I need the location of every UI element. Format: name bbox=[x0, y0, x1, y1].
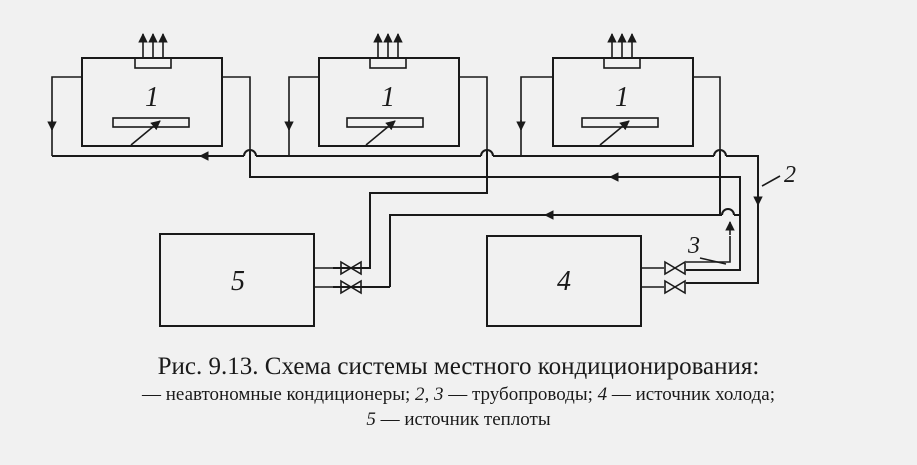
exhaust-arrows bbox=[373, 33, 403, 57]
exhaust-arrows bbox=[607, 33, 637, 57]
legend-item: — источник холода; bbox=[607, 384, 775, 405]
air-conditioning-diagram: 1 1 1 bbox=[47, 33, 796, 327]
conditioner-unit-2: 1 bbox=[318, 33, 460, 147]
valve-icon bbox=[340, 260, 362, 276]
caption-legend-line-1: — неавтономные кондиционеры; 2, 3 — труб… bbox=[0, 382, 917, 407]
unit-label: 1 bbox=[145, 82, 159, 113]
unit-side-connections bbox=[47, 76, 721, 156]
valve-icon bbox=[664, 279, 686, 295]
valve-icon bbox=[340, 279, 362, 295]
cold-source-label: 4 bbox=[557, 266, 571, 297]
cold-source-4: 4 bbox=[486, 235, 686, 327]
valve-icon bbox=[664, 260, 686, 276]
conditioner-unit-1: 1 bbox=[81, 33, 223, 147]
legend-item: — трубопроводы; bbox=[443, 384, 598, 405]
caption-title: Рис. 9.13. Схема системы местного кондиц… bbox=[157, 353, 760, 380]
caption-legend-line-2: 5 — источник теплоты bbox=[0, 407, 917, 432]
legend-num: 4 bbox=[597, 384, 608, 405]
pipeline-3-label: 3 bbox=[687, 233, 700, 259]
legend-num: 2, 3 bbox=[415, 384, 444, 405]
heat-source-5: 5 bbox=[159, 233, 362, 327]
unit-label: 1 bbox=[381, 82, 395, 113]
legend-num: 5 bbox=[366, 409, 376, 430]
unit-label: 1 bbox=[615, 82, 629, 113]
heat-source-label: 5 bbox=[231, 266, 245, 297]
legend-item: — источник теплоты bbox=[375, 409, 551, 430]
figure-caption: Рис. 9.13. Схема системы местного кондиц… bbox=[0, 352, 917, 432]
exhaust-arrows bbox=[138, 33, 168, 57]
conditioner-unit-3: 1 bbox=[552, 33, 694, 147]
pipeline-2-label: 2 bbox=[784, 162, 796, 188]
legend-item: — неавтономные кондиционеры; bbox=[141, 384, 415, 405]
pipeline-3: 3 bbox=[333, 150, 740, 288]
pipeline-2: 2 bbox=[52, 149, 796, 284]
